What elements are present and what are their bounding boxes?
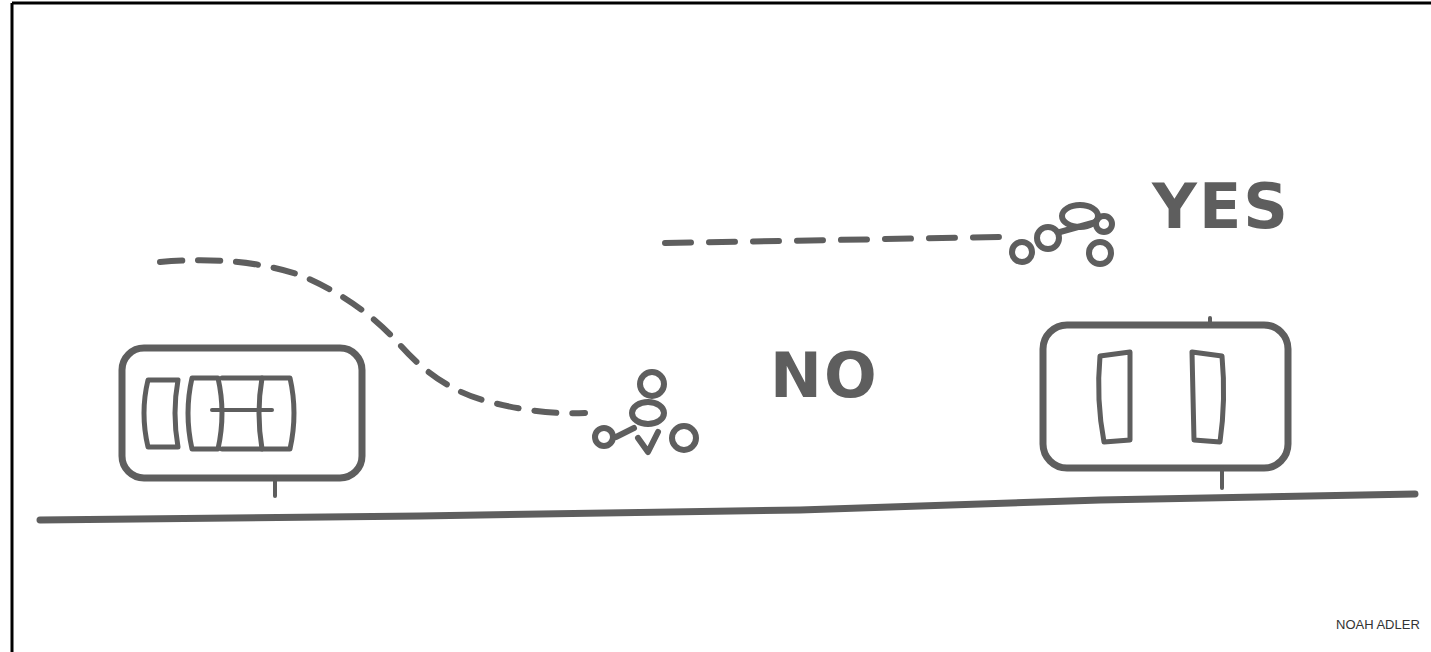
sketch-lines [40, 205, 1415, 520]
cyclist [595, 372, 696, 452]
credit-label: NOAH ADLER [1336, 618, 1420, 631]
cyclist [1012, 205, 1112, 264]
good-route [665, 237, 1000, 243]
frame [12, 3, 1431, 652]
no-label: NO [770, 345, 879, 407]
yes-label: YES [1152, 176, 1290, 238]
parked-car [122, 348, 362, 496]
bad-route [160, 260, 585, 413]
parked-car [1043, 318, 1288, 488]
curb-line [40, 494, 1415, 520]
